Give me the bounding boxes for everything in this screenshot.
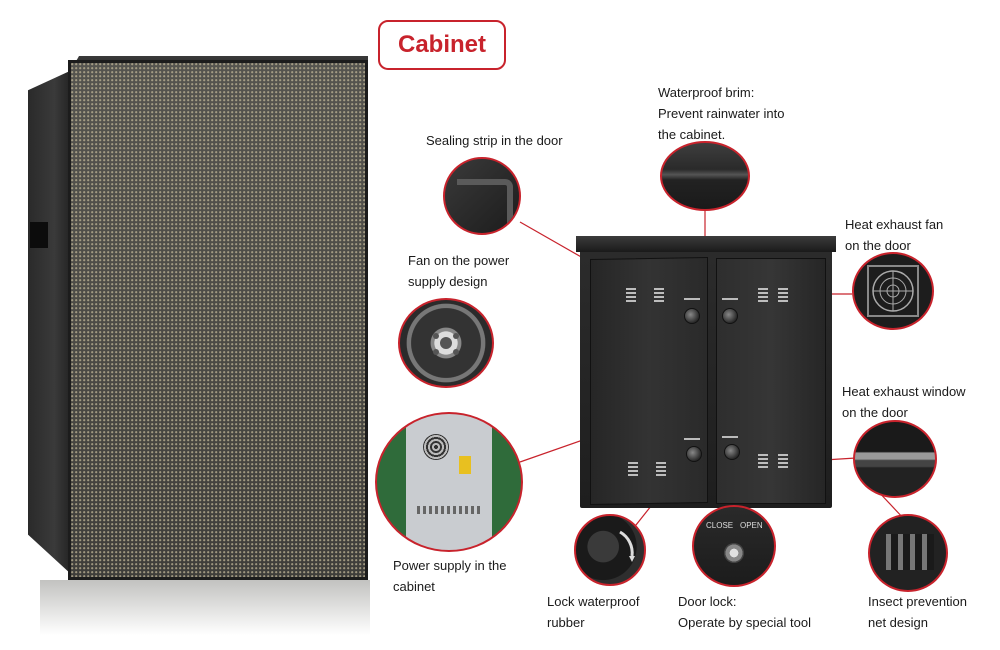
page-title: Cabinet xyxy=(397,31,486,58)
door-handle xyxy=(722,298,738,308)
callout-heat-exhaust-window xyxy=(853,420,937,498)
door-knob xyxy=(722,308,738,324)
callout-lock-rubber xyxy=(574,514,646,586)
power-supply-vents xyxy=(417,506,483,514)
cabinet-door-left xyxy=(590,256,708,506)
vent-icon xyxy=(628,462,638,478)
door-knob xyxy=(684,308,700,324)
insect-net-slots xyxy=(886,534,934,570)
lock-cylinder-icon xyxy=(724,543,744,563)
door-handle xyxy=(684,298,700,308)
callout-sealing-strip xyxy=(443,157,521,235)
vent-icon xyxy=(778,288,788,304)
led-panel-handle-slot xyxy=(30,222,48,248)
callout-door-lock: CLOSE OPEN xyxy=(692,505,776,587)
callout-heat-exhaust-fan xyxy=(852,252,934,330)
label-lock-rubber: Lock waterproof rubber xyxy=(547,594,640,630)
label-insect-net: Insect prevention net design xyxy=(868,594,968,630)
led-panel-side xyxy=(28,70,72,575)
door-knob xyxy=(724,444,740,460)
led-panel-reflection xyxy=(40,580,370,638)
vent-icon xyxy=(626,288,636,304)
vent-icon xyxy=(758,288,768,304)
callout-power-supply xyxy=(375,412,523,552)
rotate-arrow-icon xyxy=(619,530,635,562)
power-supply-sticker xyxy=(459,456,471,474)
label-heat-exhaust-fan: Heat exhaust fan on the door xyxy=(845,217,944,253)
callout-insect-net xyxy=(868,514,948,592)
vent-icon xyxy=(758,454,768,470)
exhaust-fan-icon xyxy=(867,265,919,317)
lock-close-label: CLOSE xyxy=(706,521,734,530)
line-sealing-strip xyxy=(519,221,591,263)
fan-icon xyxy=(433,333,459,355)
callout-fan-power-supply xyxy=(398,298,494,388)
title-box: Cabinet xyxy=(378,20,506,70)
label-waterproof-brim: Waterproof brim: Prevent rainwater into … xyxy=(658,85,785,142)
label-heat-exhaust-window: Heat exhaust window on the door xyxy=(842,384,966,420)
vent-icon xyxy=(778,454,788,470)
callout-waterproof-brim xyxy=(660,141,750,211)
door-handle xyxy=(722,436,738,446)
door-knob xyxy=(686,446,702,462)
power-supply-fan-icon xyxy=(423,434,449,460)
label-sealing-strip: Sealing strip in the door xyxy=(426,133,563,148)
sealing-strip-detail xyxy=(457,179,513,225)
vent-icon xyxy=(654,288,664,304)
vent-icon xyxy=(656,462,666,478)
lock-open-label: OPEN xyxy=(740,521,763,530)
label-door-lock: Door lock: Operate by special tool xyxy=(678,594,811,630)
label-power-supply: Power supply in the cabinet xyxy=(393,558,507,594)
cabinet-brim xyxy=(576,236,836,252)
label-fan-power-supply: Fan on the power supply design xyxy=(408,253,510,289)
cabinet-door-right xyxy=(716,258,826,504)
led-panel-face xyxy=(68,60,368,580)
door-handle xyxy=(684,438,700,448)
